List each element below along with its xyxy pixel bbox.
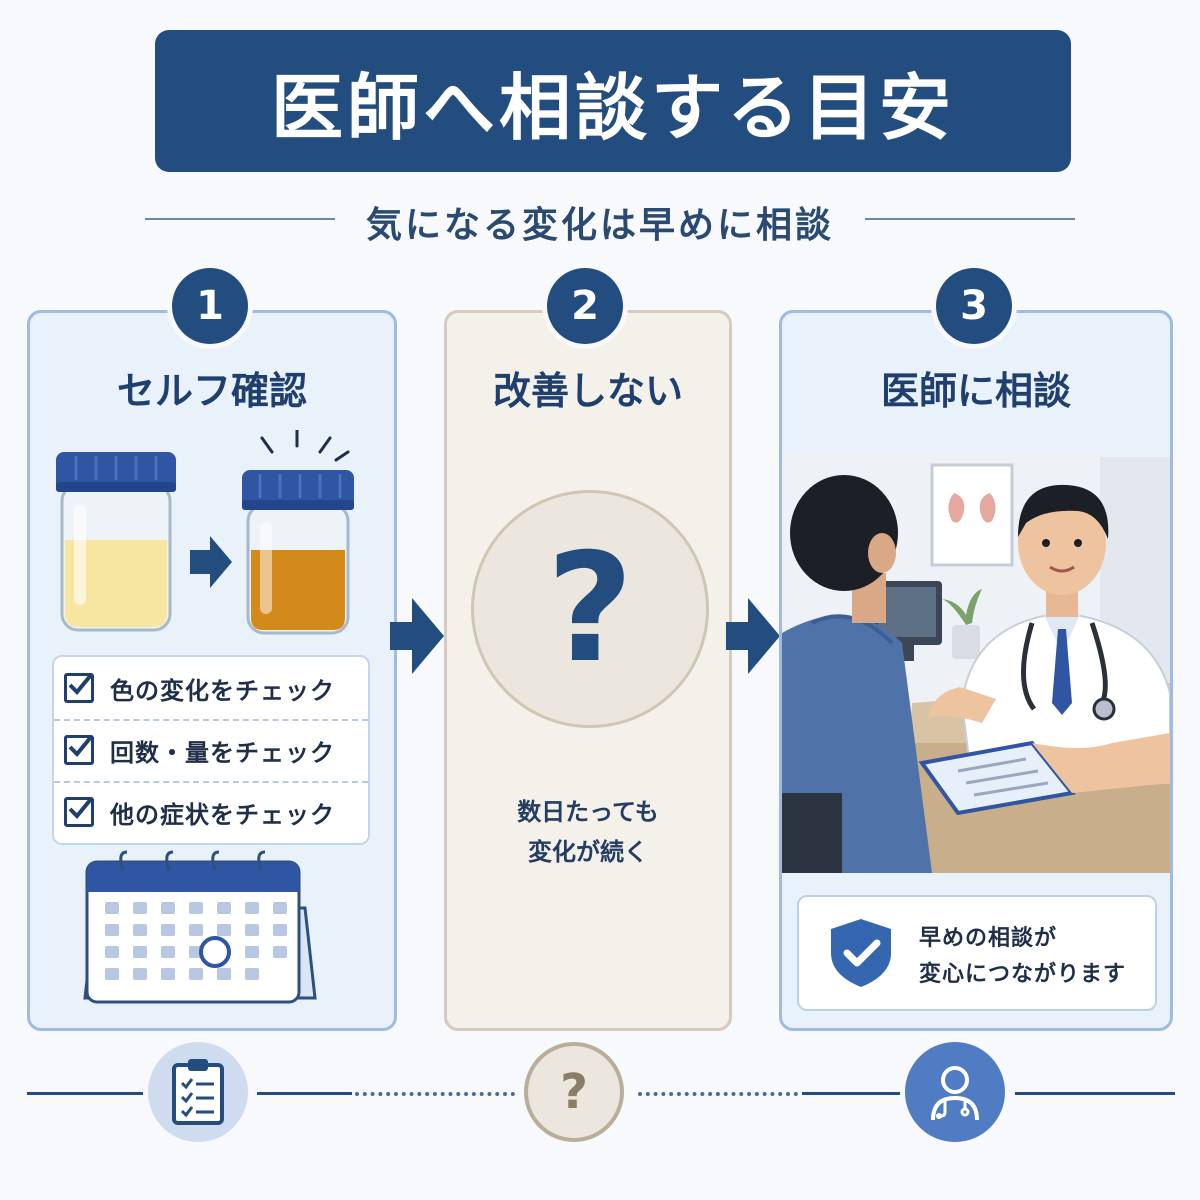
step2-title: 改善しない — [492, 369, 683, 413]
check-item-frequency: 回数・量をチェック — [54, 719, 368, 783]
reassurance-line2: 変心につながります — [919, 962, 1127, 987]
question-mark-icon: ? — [560, 1064, 588, 1120]
reassurance-text: 早めの相談が 変心につながります — [919, 921, 1126, 993]
check-label: 回数・量をチェック — [110, 738, 335, 767]
checkbox-checked-icon — [64, 797, 94, 827]
calendar-icon — [83, 850, 317, 1004]
arrow-right-icon — [190, 536, 232, 588]
arrow-right-icon — [390, 598, 444, 674]
clipboard-checklist-icon — [172, 1059, 224, 1125]
step3-title: 医師に相談 — [880, 369, 1071, 413]
check-label: 他の症状をチェック — [110, 800, 335, 829]
subtitle-line-left — [145, 218, 335, 220]
step2-text-line1: 数日たっても — [517, 798, 659, 826]
step1-number-badge: 1 — [172, 268, 248, 344]
check-item-color: 色の変化をチェック — [54, 657, 368, 721]
jar-pale-icon — [56, 452, 176, 632]
page-title: 医師へ相談する目安 — [270, 65, 955, 150]
bottom-dotted-line-right — [638, 1092, 798, 1096]
reassurance-box: 早めの相談が 変心につながります — [797, 895, 1157, 1011]
title-banner: 医師へ相談する目安 — [155, 30, 1071, 172]
doctor-consultation-illustration — [782, 453, 1170, 873]
reassurance-line1: 早めの相談が — [919, 926, 1058, 951]
bottom-line-center-right — [802, 1092, 900, 1095]
doctor-icon — [931, 1066, 979, 1121]
jar-dark-icon — [242, 470, 354, 635]
bottom-doctor-badge — [905, 1042, 1005, 1142]
step1-title: セルフ確認 — [116, 369, 307, 413]
bottom-checklist-badge — [148, 1042, 248, 1142]
question-circle: ? — [471, 490, 709, 728]
bottom-line-center-left — [257, 1092, 352, 1095]
check-label: 色の変化をチェック — [110, 676, 335, 705]
question-mark-icon: ? — [546, 522, 634, 696]
step3-number-badge: 3 — [936, 268, 1012, 344]
self-check-list: 色の変化をチェック 回数・量をチェック 他の症状をチェック — [52, 655, 370, 845]
subtitle-line-right — [865, 218, 1075, 220]
checkbox-checked-icon — [64, 673, 94, 703]
shield-check-icon — [831, 919, 891, 987]
bottom-question-badge: ? — [524, 1042, 624, 1142]
bottom-dotted-line-left — [355, 1092, 515, 1096]
arrow-right-icon — [726, 598, 780, 674]
bottom-line-right — [1015, 1092, 1175, 1095]
checkbox-checked-icon — [64, 735, 94, 765]
urine-jars-illustration — [56, 430, 354, 635]
page-subtitle: 気になる変化は早めに相談 — [365, 205, 834, 246]
check-item-symptoms: 他の症状をチェック — [54, 781, 368, 843]
step2-number-badge: 2 — [547, 268, 623, 344]
attention-burst-icon — [260, 430, 350, 462]
step2-text-line2: 変化が続く — [528, 838, 648, 866]
bottom-line-left — [27, 1092, 143, 1095]
